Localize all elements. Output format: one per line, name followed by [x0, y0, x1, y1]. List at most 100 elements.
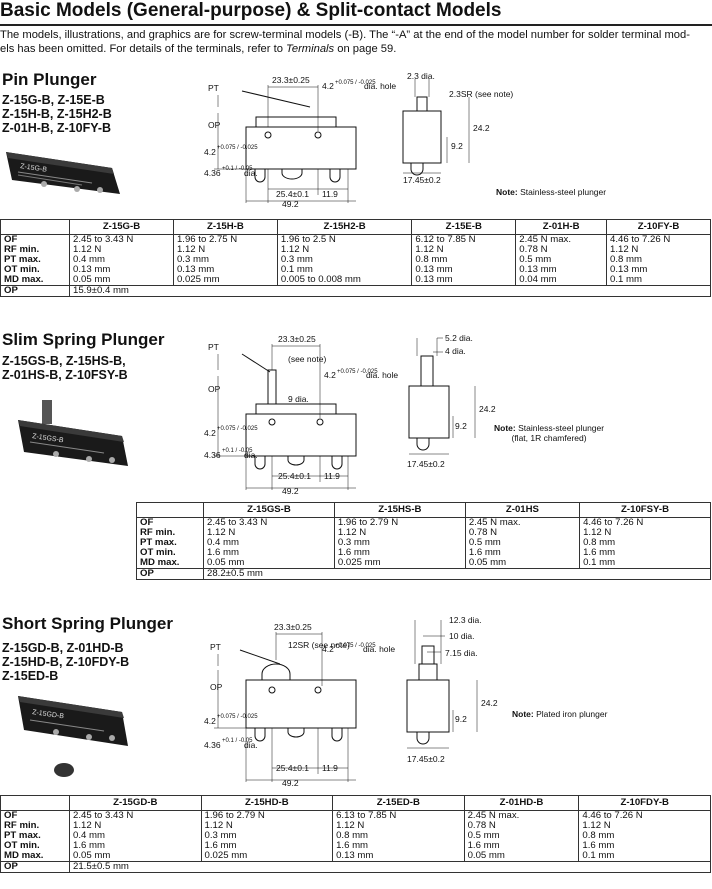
row-label: MD max. — [0, 851, 70, 862]
note-text: Plated iron plunger — [533, 709, 608, 719]
dim-terminal: 4.36 — [204, 168, 221, 178]
table-cell: 0.025 mm — [200, 851, 334, 862]
table-cell: 0.13 mm — [69, 265, 174, 275]
table-cell: 1.6 mm — [463, 841, 580, 851]
column-header: Z-10FSY-B — [579, 502, 711, 518]
intro-line-2: els has been omitted. For details of the… — [0, 43, 287, 55]
switch-photo-slim-spring-plunger: Z-15GS-B — [18, 400, 128, 466]
dim-collar-dia: 12.3 dia. — [449, 615, 482, 625]
photo-label-pin-plunger: Z-15G-B — [20, 163, 48, 174]
table-cell: 0.13 mm — [606, 265, 711, 275]
dim-hole: 4.2 — [324, 370, 336, 380]
dim-terminal-offset: 11.9 — [324, 471, 340, 481]
dim-terminal-tolerance: +0.1 / -0.05 — [222, 166, 253, 172]
table-cell: 0.3 mm — [276, 255, 413, 265]
table-cell: 6.12 to 7.85 N — [411, 234, 517, 245]
dim-terminal-offset: 11.9 — [322, 763, 338, 773]
dim-body-width: 17.45±0.2 — [403, 175, 441, 185]
column-header: Z-10FDY-B — [578, 795, 711, 811]
column-header: Z-15E-B — [411, 219, 517, 235]
dim-mount-hole-tolerance: +0.075 / -0.025 — [217, 714, 258, 720]
table-cell: 1.12 N — [579, 528, 711, 538]
column-header: Z-15GD-B — [69, 795, 202, 811]
table-cell: 1.6 mm — [579, 548, 711, 558]
dim-mount-hole: 4.2 — [204, 147, 216, 157]
dim-terminal-label: dia. — [244, 740, 258, 750]
dim-mount-hole-tolerance: +0.075 / -0.025 — [217, 426, 258, 432]
photo-label-short-spring-plunger: Z-15GD-B — [32, 709, 65, 720]
table-header-row: Z-15G-B Z-15H-B Z-15H2-B Z-15E-B Z-01H-B… — [0, 219, 711, 235]
table-row-md: MD max. 0.05 mm 0.025 mm 0.13 mm 0.05 mm… — [0, 851, 711, 862]
table-cell: 4.46 to 7.26 N — [578, 810, 711, 821]
note-label: Note: — [512, 709, 534, 719]
dim-terminal: 4.36 — [204, 740, 221, 750]
dimension-drawing-pin-plunger: 23.3±0.25 4.2 +0.075 / -0.025 dia. hole … — [204, 75, 396, 208]
row-label: PT max. — [0, 255, 70, 265]
dim-body-height: 24.2 — [481, 698, 498, 708]
dim-plunger-position: 23.3±0.25 — [274, 622, 312, 632]
dim-hole: 4.2 — [322, 644, 334, 654]
dim-op-label: OP — [210, 682, 223, 692]
dim-body-height: 24.2 — [479, 404, 496, 414]
column-header: Z-15G-B — [69, 219, 174, 235]
dim-tip-dia: 7.15 dia. — [445, 648, 478, 658]
dim-terminal-height: 9.2 — [455, 421, 467, 431]
dim-terminal-height: 9.2 — [451, 141, 463, 151]
row-label: OP — [136, 568, 204, 580]
table-cell: 0.1 mm — [578, 851, 711, 862]
row-label: PT max. — [136, 538, 204, 548]
table-row-of: OF 2.45 to 3.43 N 1.96 to 2.79 N 6.13 to… — [0, 810, 711, 821]
table-cell: 0.025 mm — [172, 275, 278, 286]
intro-line-1: The models, illustrations, and graphics … — [0, 29, 690, 41]
row-label: OF — [0, 810, 70, 821]
table-cell: 0.13 mm — [411, 275, 517, 286]
dim-terminal-tolerance: +0.1 / -0.05 — [222, 448, 253, 454]
dim-op-label: OP — [208, 384, 221, 394]
plunger-note-short-spring-plunger: Note: Plated iron plunger — [512, 709, 607, 719]
table-cell: 0.8 mm — [578, 831, 711, 841]
table-cell: 0.1 mm — [276, 265, 413, 275]
row-label: OF — [136, 517, 204, 528]
table-row-op: OP 15.9±0.4 mm — [0, 285, 711, 297]
column-header: Z-15HD-B — [200, 795, 334, 811]
column-header: Z-15H2-B — [276, 219, 413, 235]
dim-terminal-offset: 11.9 — [322, 189, 338, 199]
note-text: Stainless-steel plunger (flat, 1R chamfe… — [511, 423, 605, 443]
dim-see-note: 12SR (see note) — [288, 640, 350, 650]
row-label: RF min. — [0, 245, 70, 255]
row-label: MD max. — [0, 275, 70, 286]
table-cell: 2.45 N max. — [464, 517, 581, 528]
row-label: OT min. — [0, 265, 70, 275]
table-cell: 1.12 N — [276, 245, 413, 255]
table-row-op: OP 28.2±0.5 mm — [136, 568, 711, 580]
table-cell: 1.6 mm — [578, 841, 711, 851]
switch-photo-pin-plunger: Z-15G-B — [6, 152, 120, 194]
table-cell: 0.05 mm — [463, 851, 580, 862]
intro-text: The models, illustrations, and graphics … — [0, 28, 708, 56]
table-cell: 0.025 mm — [333, 558, 466, 569]
section-heading-slim-spring-plunger: Slim Spring Plunger — [2, 330, 165, 349]
spec-table-pin-plunger: Z-15G-B Z-15H-B Z-15H2-B Z-15E-B Z-01H-B… — [0, 219, 711, 297]
switch-photo-short-spring-plunger: Z-15GD-B — [18, 696, 128, 777]
row-label: OP — [0, 861, 70, 873]
dim-terminal-tolerance: +0.1 / -0.05 — [222, 738, 253, 744]
table-cell: 1.96 to 2.5 N — [276, 234, 413, 245]
title-rule — [0, 24, 712, 26]
table-cell: 0.05 mm — [203, 558, 335, 569]
dim-terminal-pitch: 25.4±0.1 — [276, 189, 309, 199]
dim-plunger-position: 23.3±0.25 — [272, 75, 310, 85]
dim-pt-label: PT — [208, 83, 219, 93]
table-cell: 4.46 to 7.26 N — [606, 234, 711, 245]
terminals-reference: Terminals — [286, 43, 335, 55]
plunger-note-slim-spring-plunger: Note: Stainless-steel plunger (flat, 1R … — [494, 423, 604, 443]
table-row-pt: PT max. 0.4 mm 0.3 mm 0.5 mm 0.8 mm — [136, 538, 711, 548]
section-heading-short-spring-plunger: Short Spring Plunger — [2, 614, 173, 633]
dim-pt-label: PT — [208, 342, 219, 352]
dim-overall-length: 49.2 — [282, 486, 299, 494]
dim-hole-label: dia. hole — [366, 370, 398, 380]
side-drawing-pin-plunger: 2.3 dia. 2.3SR (see note) 24.2 9.2 17.45… — [402, 73, 513, 185]
dim-hole-tolerance: +0.075 / -0.025 — [335, 643, 376, 649]
photo-label-slim-spring-plunger: Z-15GS-B — [32, 433, 65, 444]
row-label: RF min. — [136, 528, 204, 538]
column-header: Z-01H-B — [515, 219, 608, 235]
